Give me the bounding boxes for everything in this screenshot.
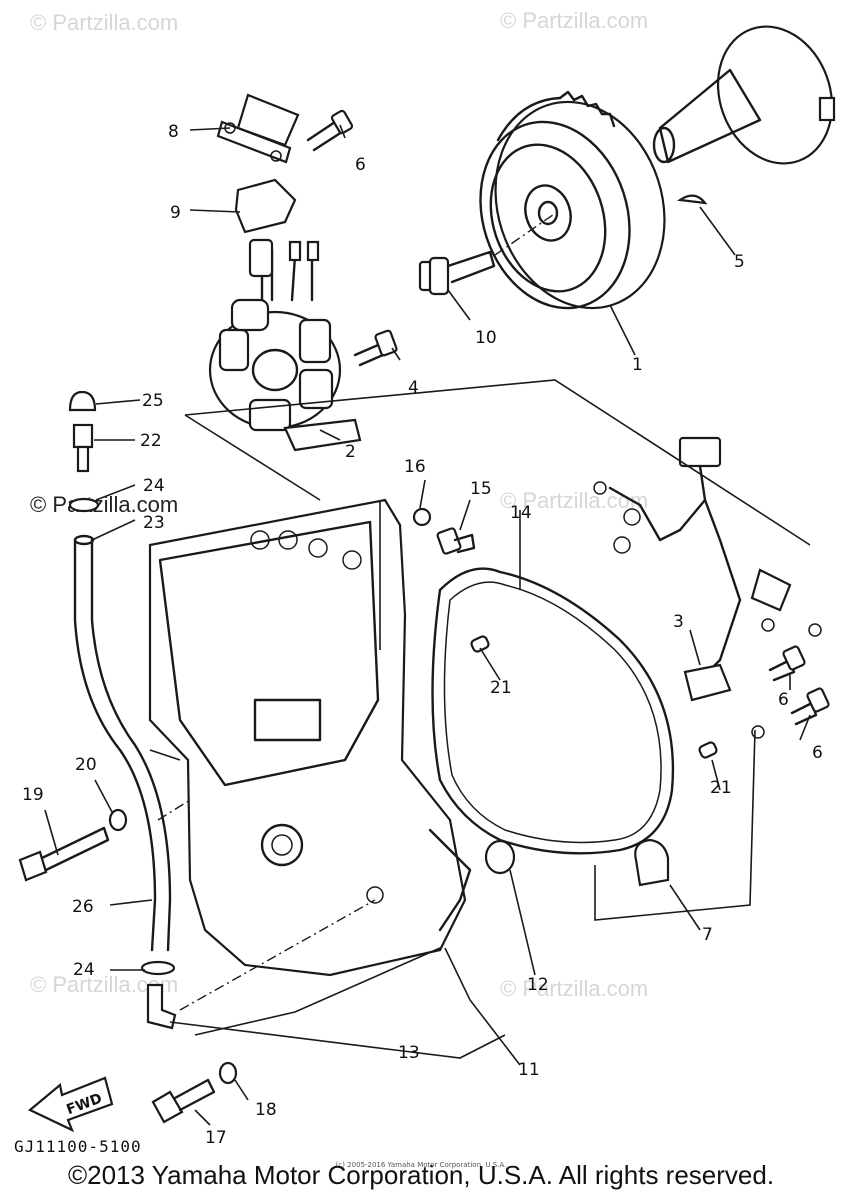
callout-18: 18 <box>255 1100 277 1120</box>
callout-21: 21 <box>710 778 732 798</box>
callout-21: 21 <box>490 678 512 698</box>
callout-2: 2 <box>345 442 356 462</box>
washer <box>218 1061 238 1085</box>
collar <box>484 839 516 875</box>
callout-12: 12 <box>527 975 549 995</box>
callout-7: 7 <box>702 925 713 945</box>
cover-bolt <box>436 527 476 555</box>
gasket-inner <box>443 581 662 844</box>
callout-8: 8 <box>168 122 179 142</box>
callout-23: 23 <box>143 513 165 533</box>
cover-bolt-short <box>151 1078 216 1124</box>
callout-1: 1 <box>632 355 643 375</box>
flywheel-bolt <box>418 250 496 296</box>
dowel-pin <box>698 741 718 759</box>
callout-24: 24 <box>143 476 165 496</box>
callout-13: 13 <box>398 1043 420 1063</box>
callout-6: 6 <box>778 690 789 710</box>
copyright-notice: ©2013 Yamaha Motor Corporation, U.S.A. A… <box>67 1160 775 1190</box>
elbow-fitting <box>146 983 177 1030</box>
pickup-bolt <box>790 687 830 726</box>
clamp-bolt <box>306 109 354 152</box>
dowel-pin <box>470 635 490 653</box>
callout-25: 25 <box>142 391 164 411</box>
lead-wire-clamp <box>216 93 300 164</box>
callout-10: 10 <box>475 328 497 348</box>
grommet <box>234 178 297 234</box>
callout-14: 14 <box>510 503 532 523</box>
pickup-bolt <box>768 645 806 682</box>
flywheel-hub <box>652 25 836 165</box>
watermark: © Partzilla.com <box>500 976 648 1001</box>
callout-20: 20 <box>75 755 97 775</box>
plug <box>72 423 94 473</box>
callout-3: 3 <box>673 612 684 632</box>
diagram-code: GJ11100-5100 <box>14 1137 142 1156</box>
watermark: © Partzilla.com <box>30 10 178 35</box>
callout-26: 26 <box>72 897 94 917</box>
callout-19: 19 <box>22 785 44 805</box>
small-copyright: (c) 2005-2016 Yamaha Motor Corporation, … <box>335 1161 507 1169</box>
watermark: © Partzilla.com <box>500 8 648 33</box>
callout-4: 4 <box>408 378 419 398</box>
callout-11: 11 <box>518 1060 540 1080</box>
callout-24: 24 <box>73 960 95 980</box>
wire-clamp <box>634 838 670 887</box>
crankcase-cover <box>148 498 472 977</box>
gasket <box>431 567 675 855</box>
cover-bolt-long <box>18 826 110 882</box>
woodruff-key <box>676 194 708 205</box>
callout-6: 6 <box>355 155 366 175</box>
stator-bolt <box>353 329 398 367</box>
callout-16: 16 <box>404 457 426 477</box>
callout-6: 6 <box>812 743 823 763</box>
flywheel-rotor <box>479 90 666 310</box>
stator <box>208 238 362 452</box>
pickup-coil <box>593 436 822 739</box>
washer <box>412 507 432 527</box>
watermark: © Partzilla.com <box>500 488 648 513</box>
callout-9: 9 <box>170 203 181 223</box>
callout-17: 17 <box>205 1128 227 1148</box>
callout-22: 22 <box>140 431 162 451</box>
fwd-arrow: FWD <box>27 1076 114 1133</box>
callout-15: 15 <box>470 479 492 499</box>
cap <box>68 390 97 412</box>
callout-5: 5 <box>734 252 745 272</box>
washer <box>108 808 128 832</box>
hose-clamp <box>68 497 176 976</box>
